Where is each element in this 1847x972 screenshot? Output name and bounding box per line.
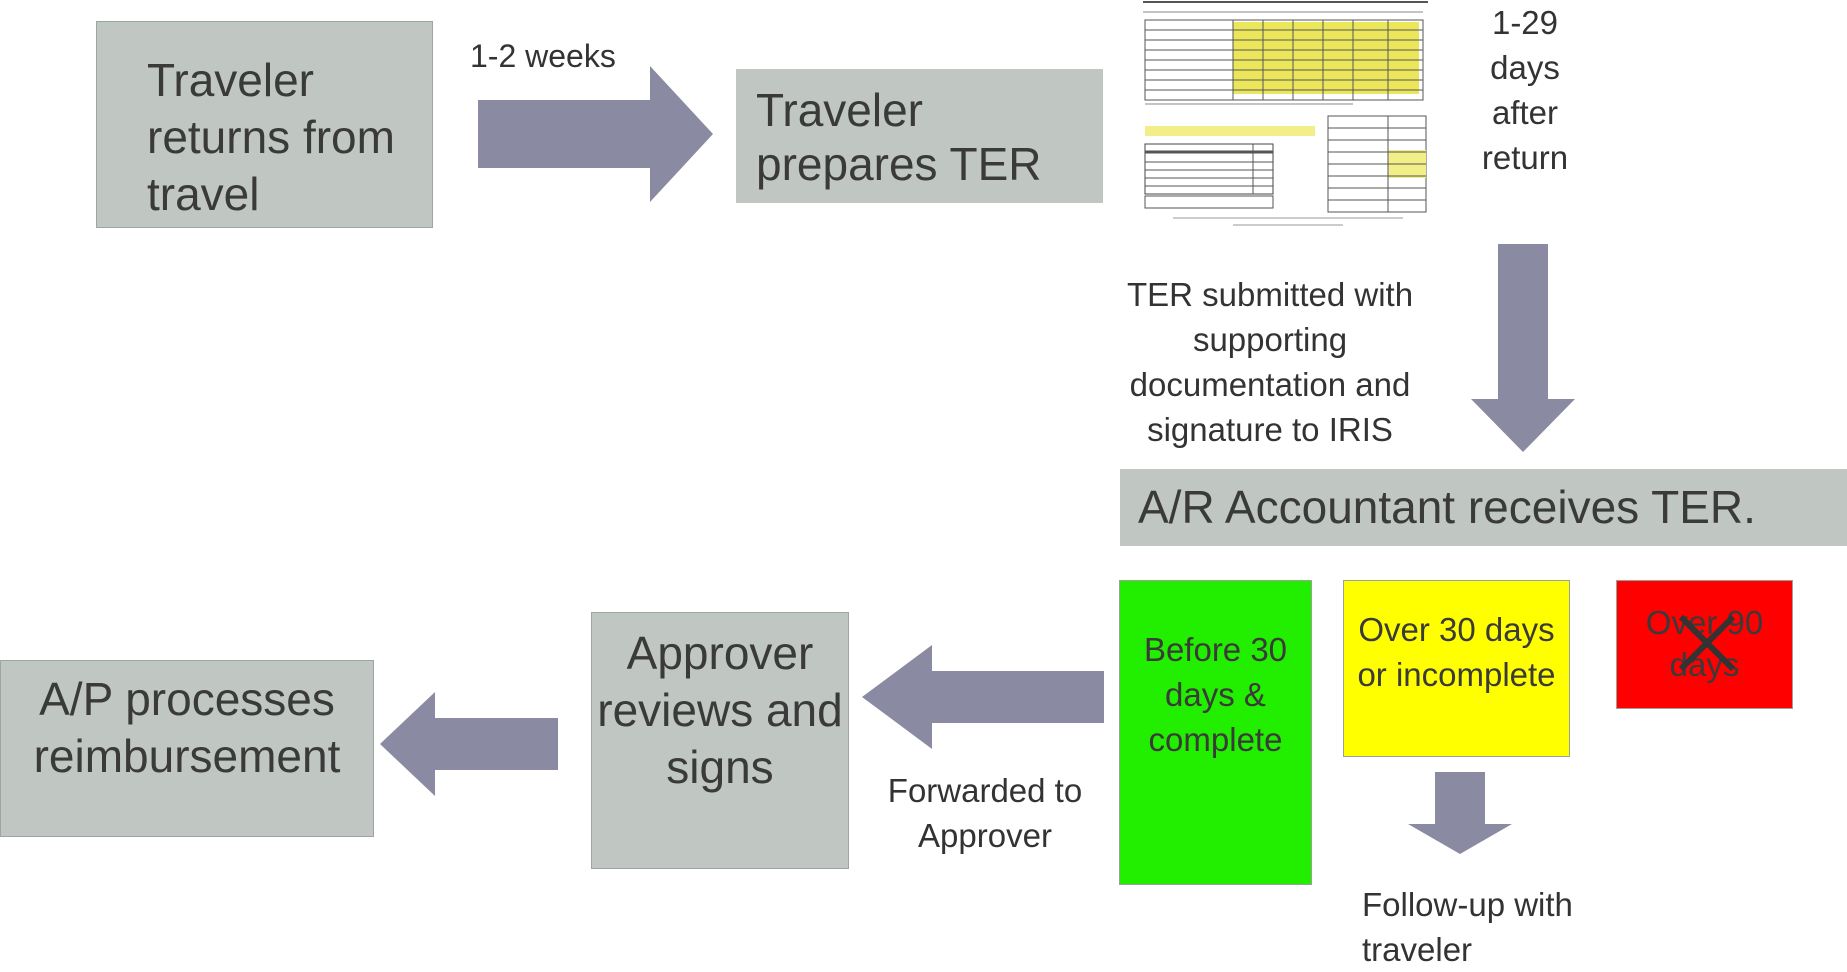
status-green: Before 30 days & complete — [1119, 580, 1312, 885]
arrow-down-small-icon — [1408, 772, 1512, 854]
ap-processes-label: A/P processes reimbursement — [33, 673, 341, 782]
status-yellow-label: Over 30 days or incomplete — [1357, 611, 1556, 693]
follow-up-label: Follow-up with traveler — [1362, 886, 1573, 968]
status-yellow: Over 30 days or incomplete — [1343, 580, 1570, 757]
ap-processes-box: A/P processes reimbursement — [0, 660, 374, 837]
arrow-down-icon — [1471, 244, 1575, 452]
status-green-label: Before 30 days & complete — [1143, 631, 1288, 758]
days-after-return-label: 1-29 days after return — [1481, 4, 1569, 176]
traveler-prepares-box: Traveler prepares TER — [736, 69, 1103, 203]
status-red: Over 90 days — [1616, 580, 1793, 709]
ar-receives-box: A/R Accountant receives TER. — [1120, 469, 1847, 546]
weeks-label: 1-2 weeks — [470, 38, 616, 74]
arrow-left-icon — [862, 645, 1104, 749]
arrow-right-icon — [478, 66, 713, 202]
approver-label: Approver reviews and signs — [597, 627, 843, 793]
ter-form-icon — [1143, 0, 1428, 230]
ar-receives-label: A/R Accountant receives TER. — [1138, 481, 1756, 533]
traveler-returns-box: Traveler returns from travel — [96, 21, 433, 228]
arrow-left-small-icon — [380, 692, 558, 796]
approver-box: Approver reviews and signs — [591, 612, 849, 869]
submitted-label: TER submitted with supporting documentat… — [1126, 276, 1414, 448]
x-mark-icon — [1678, 614, 1736, 672]
traveler-returns-label: Traveler returns from travel — [147, 54, 395, 220]
forwarded-label: Forwarded to Approver — [887, 772, 1083, 854]
traveler-prepares-label: Traveler prepares TER — [756, 84, 1042, 190]
